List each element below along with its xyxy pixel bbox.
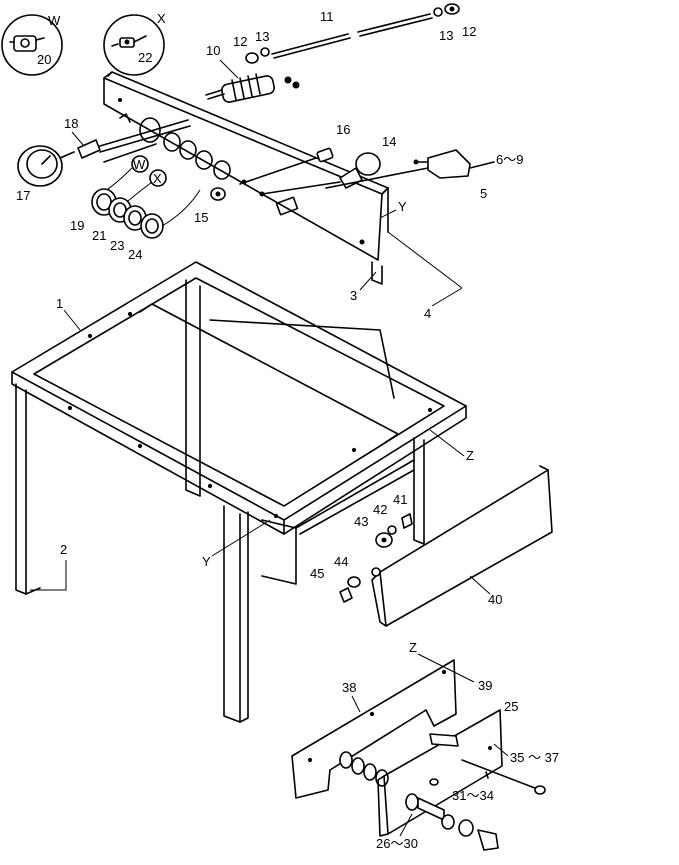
- part-14-sensor: [261, 152, 381, 195]
- callout-1: 1: [56, 296, 63, 311]
- part-13-nut-left: [260, 47, 270, 57]
- part-17-gauge: [17, 145, 75, 187]
- callout-15: 15: [194, 210, 208, 225]
- part-15-fitting: [210, 187, 226, 201]
- callout-19: 19: [70, 218, 84, 233]
- part-11-rod: [271, 13, 433, 59]
- part-5-valve: [325, 149, 495, 189]
- part-1-frame: [11, 261, 467, 723]
- part-16-switch: [239, 147, 334, 185]
- callout-4: 4: [424, 306, 431, 321]
- callout-3: 3: [350, 288, 357, 303]
- part-38-plate: [291, 659, 457, 799]
- callout-10: 10: [206, 43, 220, 58]
- part-45-bolt: [339, 587, 353, 603]
- part-26-30-knob: [405, 793, 499, 851]
- part-20-sender: [9, 35, 45, 52]
- callout-5: 5: [480, 186, 487, 201]
- part-25-switch-plate: [377, 709, 503, 837]
- callout-6-9: 6～9: [496, 152, 523, 167]
- part-12-end-left: [245, 52, 259, 64]
- part-13-nut-right: [433, 7, 443, 17]
- callout-17: 17: [16, 188, 30, 203]
- callout-45: 45: [310, 566, 324, 581]
- part-42-washer: [387, 525, 397, 535]
- callout-2: 2: [60, 542, 67, 557]
- callout-12-left: 12: [233, 34, 247, 49]
- callout-21: 21: [92, 228, 106, 243]
- ref-mark-x: X: [153, 171, 162, 186]
- callout-22: 22: [138, 50, 152, 65]
- callout-23: 23: [110, 238, 124, 253]
- ref-mark-w: W: [133, 157, 146, 172]
- washer-stack: [339, 751, 389, 787]
- detail-circle-w: [1, 14, 63, 76]
- ref-letter-z-frame: Z: [466, 448, 474, 463]
- part-40-cover: [371, 465, 553, 627]
- callout-25: 25: [504, 699, 518, 714]
- part-12-end-right: [444, 3, 460, 15]
- callout-40: 40: [488, 592, 502, 607]
- callout-16: 16: [336, 122, 350, 137]
- part-24-gauge: [140, 213, 164, 239]
- detail-circle-x: [103, 14, 165, 76]
- part-4-dash-panel: [103, 71, 389, 285]
- callout-39: 39: [478, 678, 492, 693]
- callout-20: 20: [37, 52, 51, 67]
- ref-letter-y-bottom: Y: [202, 554, 211, 569]
- callout-41: 41: [393, 492, 407, 507]
- part-41-bolt: [401, 513, 413, 529]
- callout-13-left: 13: [255, 29, 269, 44]
- part-44-nut: [347, 576, 361, 588]
- part-43-spacer: [375, 532, 393, 548]
- ref-letter-w: W: [48, 13, 61, 28]
- callout-26-30: 26～30: [376, 836, 418, 851]
- ref-letter-y-top: Y: [398, 199, 407, 214]
- callout-12-right: 12: [462, 24, 476, 39]
- part-22-switch: [111, 35, 147, 48]
- callout-38: 38: [342, 680, 356, 695]
- callout-31-34: 31～34: [452, 788, 494, 803]
- callout-11: 11: [320, 9, 334, 24]
- callout-13-right: 13: [439, 28, 453, 43]
- callout-14: 14: [382, 134, 396, 149]
- ref-letter-x: X: [157, 11, 166, 26]
- callout-43: 43: [354, 514, 368, 529]
- part-35-37-switch: [429, 733, 546, 795]
- callout-44: 44: [334, 554, 348, 569]
- part-31-34-switch: [485, 771, 489, 779]
- callout-42: 42: [373, 502, 387, 517]
- part-10-control: [205, 73, 300, 103]
- ref-letter-z-plate: Z: [409, 640, 417, 655]
- callout-18: 18: [64, 116, 78, 131]
- callout-24: 24: [128, 247, 142, 262]
- part-18-connector: [77, 119, 191, 163]
- callout-35-37: 35 ～ 37: [510, 750, 559, 765]
